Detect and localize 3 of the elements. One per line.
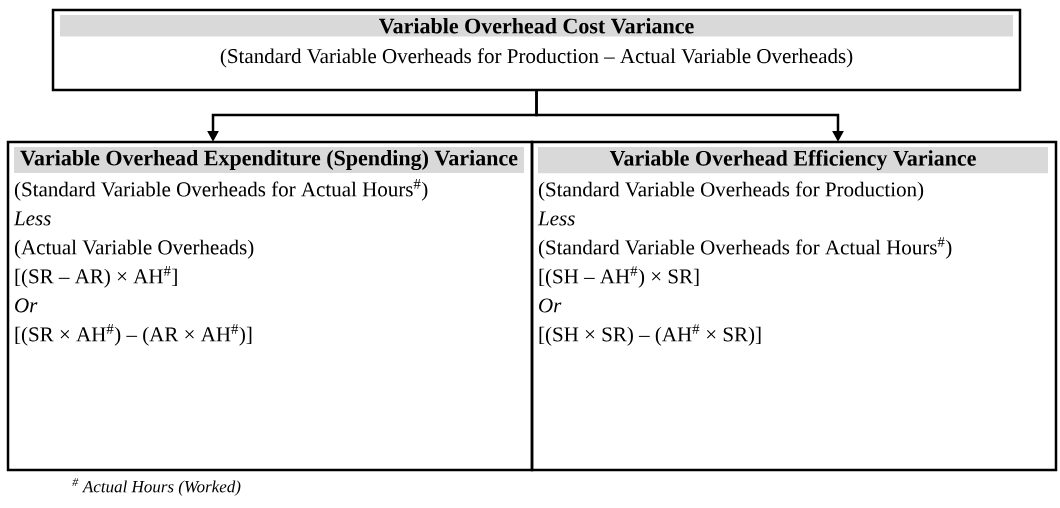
variance-box: Variable Overhead Efficiency Variance (Standard Variable Overheads for Production) Less (Standard Variable Overheads for Actual Hours$^{#}$) [(SH – AH$^{#}$) × SR] Or [(SH × SR) – (AH$^{#}$ × SR)] xyxy=(530,140,1058,472)
variance-box: Variable Overhead Cost Variance (Standard Variable Overheads for Production – Actual Variable Overheads) xyxy=(51,8,1022,92)
variance-box: Variable Overhead Expenditure (Spending) Variance (Standard Variable Overheads for Actual Hours$^{#}$) Less (Actual Variable Overheads) [(SR – AR) × AH$^{#}$] Or [(SR × AH$^{#}$) – (AR × AH$^{#}$)] xyxy=(6,140,534,472)
